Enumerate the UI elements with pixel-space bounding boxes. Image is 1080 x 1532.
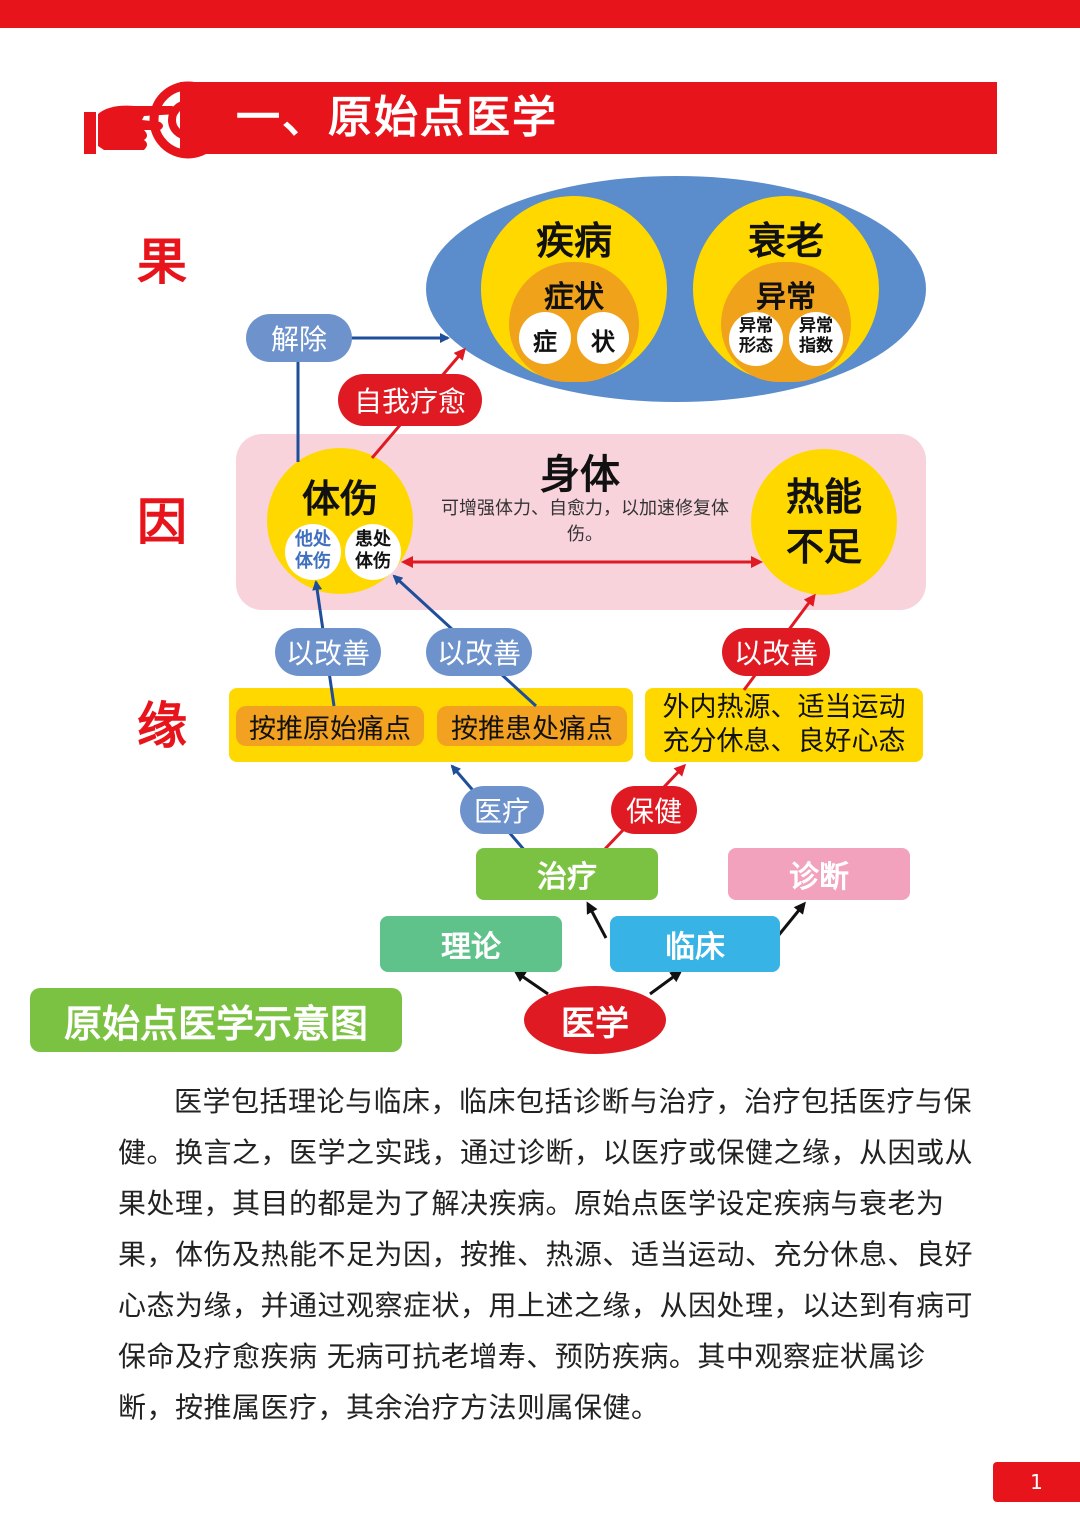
page-number: 1 [993,1462,1080,1502]
press-origin-box: 按推原始痛点 [236,706,424,746]
title-bar [180,82,997,154]
improve-pill-middle: 以改善 [426,628,532,676]
disease-title: 疾病 [535,219,612,263]
symptom-label: 症状 [544,280,604,315]
clinical-box: 临床 [610,916,780,972]
injury-title: 体伤 [301,477,378,521]
medical-pill: 医疗 [460,786,544,834]
press-affected-box: 按推患处痛点 [437,706,627,746]
heat-circle [751,449,897,595]
improve-pill-right: 以改善 [722,628,830,676]
symptom-left-label: 症 [533,328,557,356]
treatment-box: 治疗 [476,848,658,900]
diagram-caption: 原始点医学示意图 [30,988,402,1052]
local-injury-circle [345,524,401,580]
lifestyle-box [645,688,923,762]
explanation-paragraph: 医学包括理论与临床，临床包括诊断与治疗，治疗包括医疗与保健。换言之，医学之实践，… [118,1076,978,1433]
diagnosis-box: 诊断 [728,848,910,900]
self-heal-pill: 自我疗愈 [338,374,482,426]
symptom-right-label: 状 [591,328,615,356]
other-injury-label: 他处 体伤 [295,529,331,572]
label-guo: 果 [137,233,187,291]
symptom-left-circle [519,312,571,364]
arrow-medicine-theory [513,970,549,996]
local-injury-label: 患处 体伤 [355,529,391,572]
paragraph-text: 医学包括理论与临床，临床包括诊断与治疗，治疗包括医疗与保健。换言之，医学之实践，… [118,1085,974,1424]
body-title: 身体 [540,452,620,498]
health-care-pill: 保健 [611,786,697,834]
abnormal-label: 异常 [756,280,816,315]
theory-box: 理论 [380,916,562,972]
label-yin: 因 [137,493,187,551]
page-title: 一、原始点医学 [236,92,558,143]
arrow-clinical-diagnosis [776,901,806,937]
top-red-bar [0,0,1080,28]
body-description: 可增强体力、自愈力，以加速修复体伤。 [441,498,729,545]
abnormal-index-circle [789,312,843,366]
aging-title: 衰老 [747,219,824,263]
symptom-right-circle [577,312,629,364]
remove-pill: 解除 [246,314,352,362]
medicine-ellipse: 医学 [524,986,666,1054]
improve-pill-left: 以改善 [275,628,381,676]
label-yuan: 缘 [137,697,187,755]
abnormal-form-circle [729,312,783,366]
arrow-clinical-treatment [586,901,608,939]
abnormal-index-label: 异常 指数 [799,316,833,356]
lifestyle-label: 外内热源、适当运动 充分休息、良好心态 [662,692,906,757]
arrow-medicine-clinical [649,970,683,996]
pointing-hand-icon [84,81,220,159]
other-injury-circle [285,524,341,580]
abnormal-form-label: 异常 形态 [739,316,773,356]
heat-label: 热能 不足 [785,475,862,569]
